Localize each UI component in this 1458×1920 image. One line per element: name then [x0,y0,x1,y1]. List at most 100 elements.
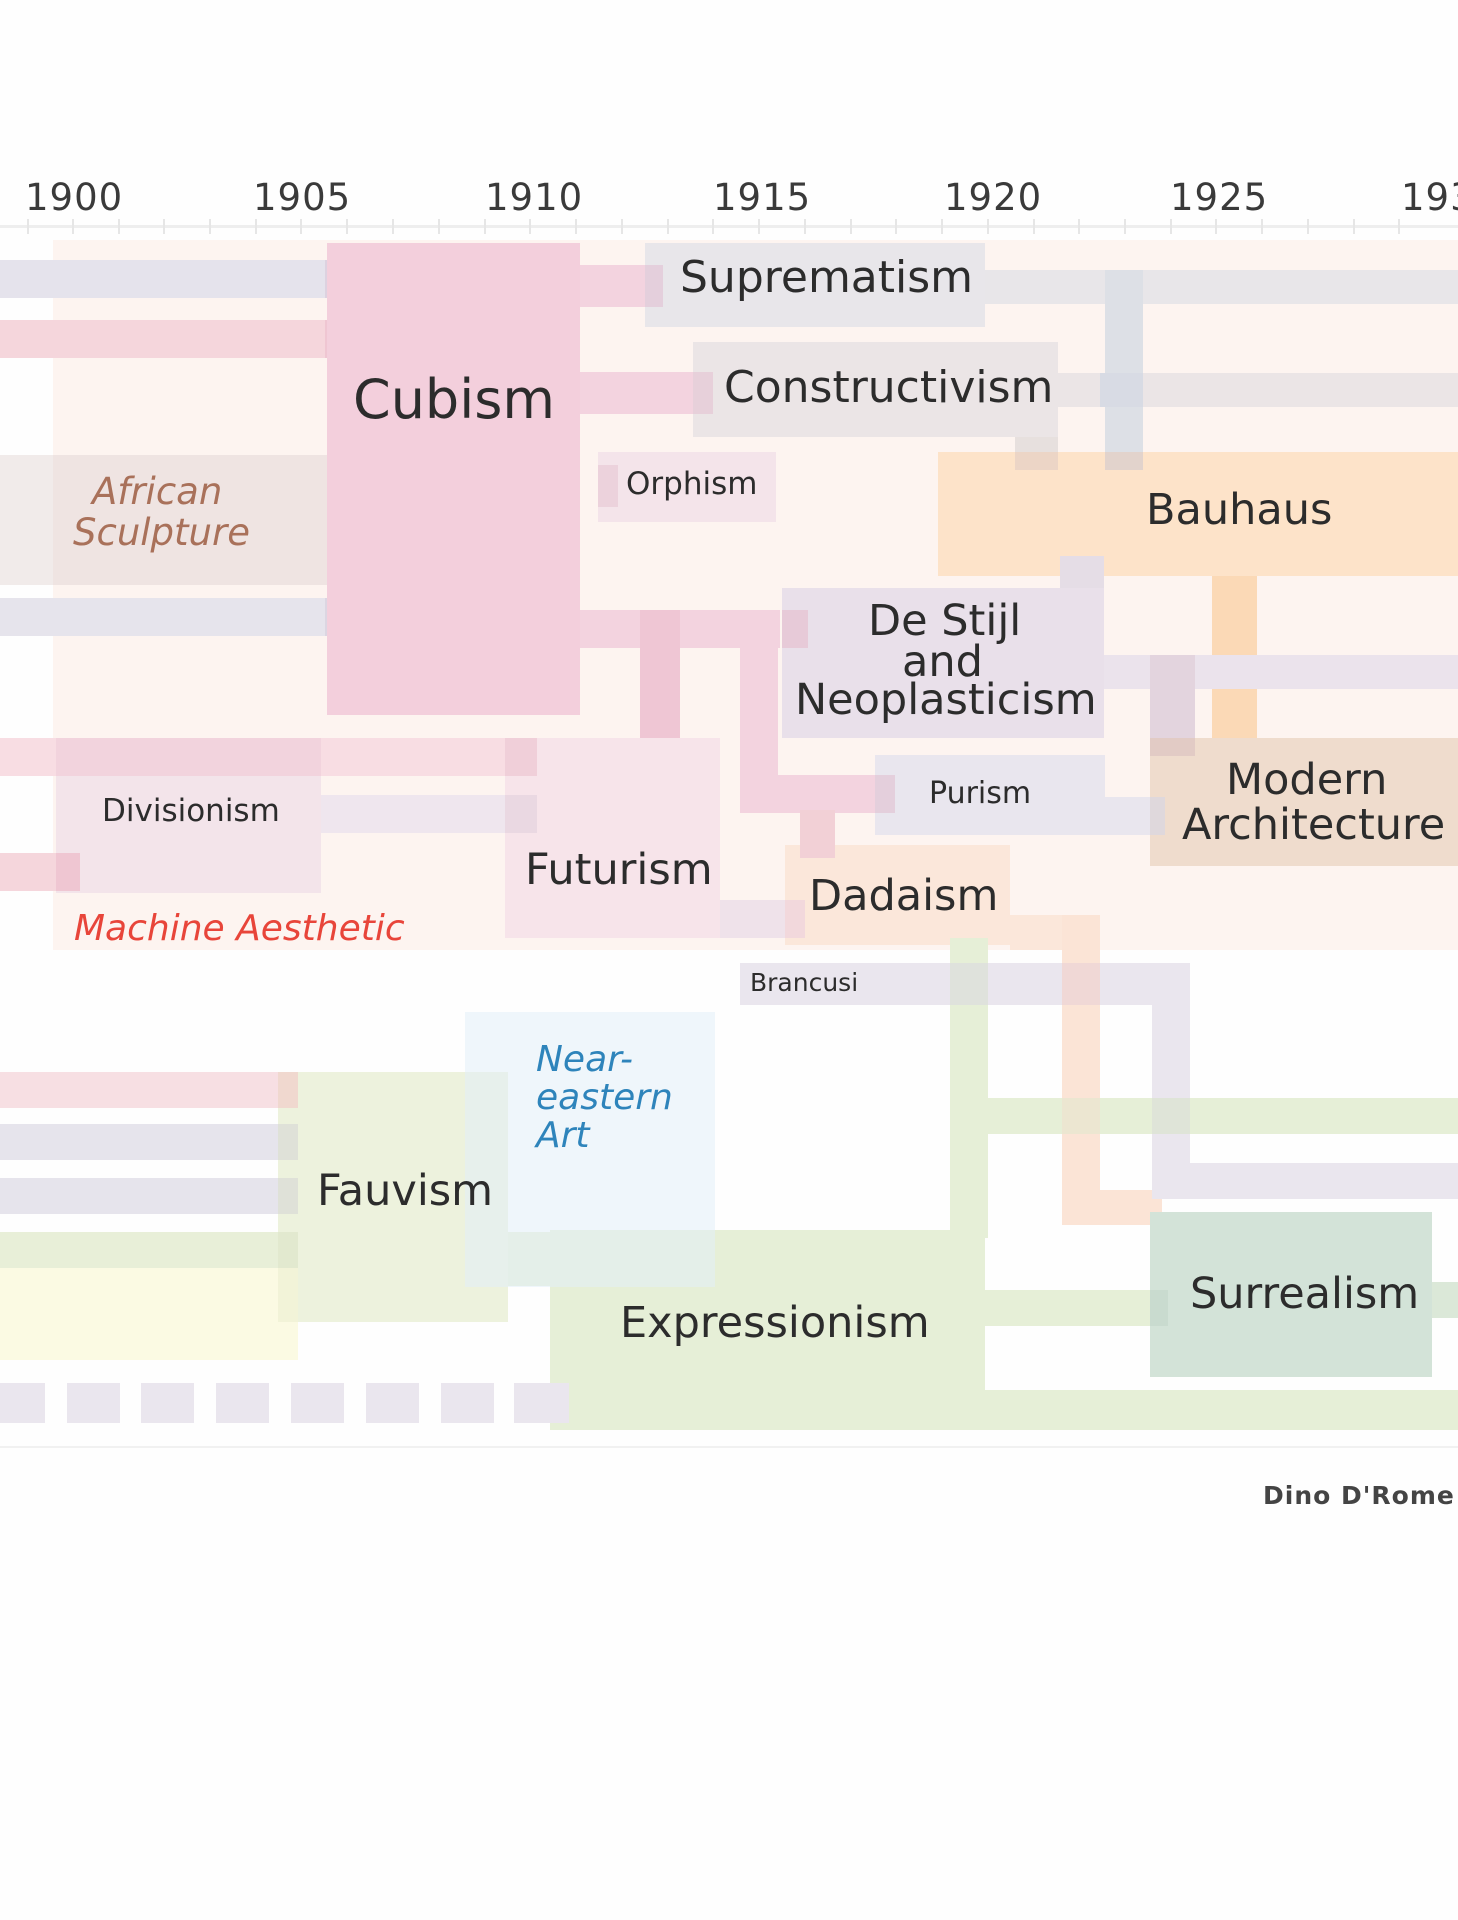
axis-tick [163,219,165,234]
label-modern-architecture-line2: Architecture [1182,800,1446,850]
divisionism-to-futurism-band [321,795,521,833]
modern-architecture-joint [1150,797,1165,835]
bottom-rule [0,1446,1458,1448]
destijl-joint [782,610,808,648]
label-suprematism: Suprematism [680,252,974,303]
axis-rule [0,225,1458,228]
surrealism-block [1150,1212,1432,1377]
axis-tick [1215,219,1217,234]
axis-tick [987,219,989,234]
band-lavender [0,598,330,636]
destijl-to-bauhaus-band [1060,556,1104,588]
constructivism-joint [693,372,713,414]
cubism-to-purism-band [740,775,875,813]
label-bauhaus: Bauhaus [1146,485,1333,535]
axis-tick [484,219,486,234]
label-cubism: Cubism [353,368,555,431]
axis-tick [621,219,623,234]
label-futurism: Futurism [525,845,713,895]
axis-tick [712,219,714,234]
label-african-sculpture-line2: Sculpture [73,511,250,554]
bauhaus-joint [1015,452,1058,470]
surrealism-outgoing-band [1432,1282,1458,1318]
divisionism-joint [56,853,80,891]
label-near-eastern-line1: Near- [536,1039,633,1080]
axis-year-label: 1925 [1170,176,1269,219]
cubism-to-suprematism-band [580,265,645,307]
dashed-band-segment [441,1383,494,1423]
fauvism-joint [278,1072,298,1108]
orphism-block [598,452,776,522]
label-machine-aesthetic: Machine Aesthetic [74,908,405,949]
dashed-band-segment [514,1383,569,1423]
axis-tick [300,219,302,234]
african-sculpture-block [53,455,355,585]
label-expressionism: Expressionism [620,1298,930,1348]
bauhaus-block [938,452,1458,576]
credit-label: Dino D'Rome [1263,1481,1455,1510]
band-crossing [1152,1098,1190,1134]
band-crossing [950,963,988,1005]
orphism-joint [598,465,618,507]
label-de-stijl-line1: De Stijl [868,596,1022,646]
dashed-band-segment [216,1383,269,1423]
futurism-joint [505,795,537,833]
african-sculpture-incoming-band [0,455,53,585]
axis-tick [850,219,852,234]
brancusi-outgoing-band [1152,1163,1458,1199]
dadaism-to-surrealism-band [1062,915,1100,1225]
axis-tick [346,219,348,234]
cubism-to-futurism-band [640,610,680,748]
band-crossing [1100,373,1143,407]
bauhaus-joint [1105,452,1143,470]
band-lavender [0,1124,300,1160]
axis-tick [209,219,211,234]
band-pink [0,320,330,358]
band-lavender [0,1178,300,1214]
futurism-joint [505,738,537,776]
label-near-eastern-line2: eastern [536,1077,673,1118]
suprematism-outgoing-band [980,270,1458,304]
label-near-eastern-line3: Art [536,1115,590,1156]
axis-year-label: 1900 [25,176,124,219]
dadaism-to-surrealism-band [1062,1190,1162,1225]
axis-tick [1307,219,1309,234]
band-crossing [1062,963,1100,1005]
axis-tick [255,219,257,234]
band-lavender [0,260,330,298]
purism-block [875,755,1105,835]
label-divisionism: Divisionism [102,793,280,829]
label-modern-architecture-line1: Modern [1226,755,1388,805]
dashed-band-segment [366,1383,419,1423]
axis-year-label: 1920 [944,176,1043,219]
constructivism-block [693,342,1058,437]
label-dadaism: Dadaism [809,871,999,921]
axis-year-label: 1905 [253,176,352,219]
fauvism-joint [278,1232,298,1268]
expressionism-outgoing-band [988,1098,1458,1134]
axis-tick [118,219,120,234]
label-purism: Purism [929,776,1032,811]
label-de-stijl-line2: and [902,637,983,687]
cubism-to-constructivism-band [580,372,695,414]
axis-tick [758,219,760,234]
axis-tick [1398,219,1400,234]
label-african-sculpture-line1: African [92,470,223,513]
dashed-band-segment [291,1383,344,1423]
band-pink [0,1072,300,1108]
axis-tick [1261,219,1263,234]
axis-year-label: 1910 [485,176,584,219]
axis-tick [529,219,531,234]
axis-tick [27,219,29,234]
axis-tick [667,219,669,234]
dashed-band-segment [67,1383,120,1423]
label-fauvism: Fauvism [317,1166,494,1216]
expressionism-to-surrealism-band [985,1290,1153,1326]
label-orphism: Orphism [626,466,758,502]
axis-tick [575,219,577,234]
futurism-block [505,738,720,938]
suprematism-joint [645,265,663,307]
axis-year-label: 193 [1401,176,1458,219]
divisionism-band [56,738,321,776]
label-constructivism: Constructivism [724,362,1054,413]
